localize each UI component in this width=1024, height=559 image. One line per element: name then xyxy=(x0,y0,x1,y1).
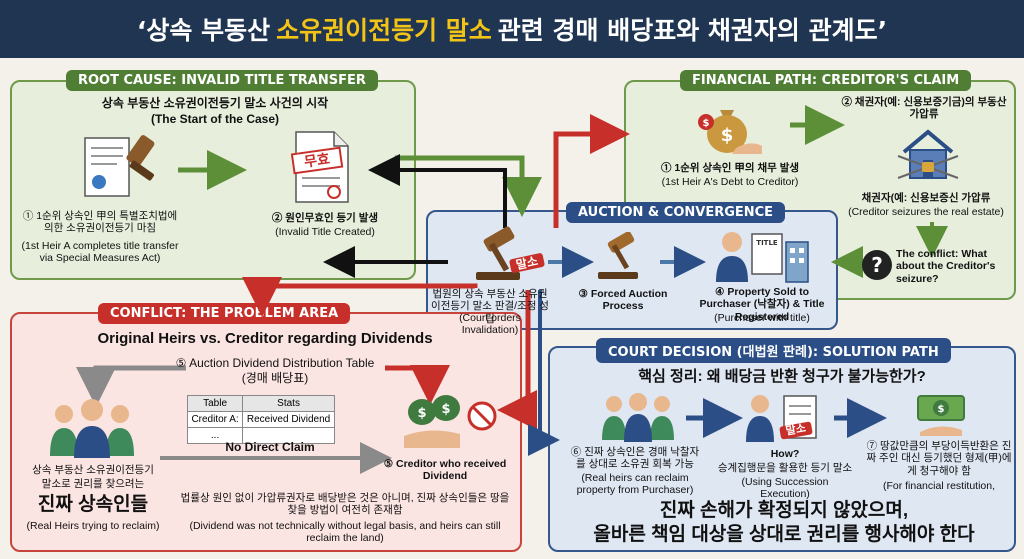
auction-step4-label-en: (Purchaser with title) xyxy=(714,312,810,324)
dividend-table-cell: Received Dividend xyxy=(242,411,335,428)
court-heading: 핵심 정리: 왜 배당금 반환 청구가 불가능한가? xyxy=(638,368,926,385)
auction-tab: AUCTION & CONVERGENCE xyxy=(566,202,786,223)
financial-step1-label-en: (1st Heir A's Debt to Creditor) xyxy=(661,176,799,188)
root-step1-label-en: (1st Heir A completes title transfer via… xyxy=(21,240,179,265)
court-how-label: How? xyxy=(770,448,800,460)
court-how-en: (Using Succession Execution) xyxy=(741,476,829,501)
title-suffix: 관련 경매 배당표와 채권자의 관계도’ xyxy=(497,16,888,45)
financial-conflict-label: The conflict: What about the Creditor's … xyxy=(896,248,996,285)
auction-gavel-icon xyxy=(598,232,638,279)
svg-text:TITLE: TITLE xyxy=(756,239,778,247)
dividend-table-header-2: Stats xyxy=(242,395,335,412)
arrow-table-to-heirs xyxy=(76,365,186,407)
financial-seize-label-en: (Creditor seizures the real estate) xyxy=(848,206,1004,218)
arrow-auction-to-conflict xyxy=(242,277,478,317)
conflict-heading: Original Heirs vs. Creditor regarding Di… xyxy=(97,330,433,347)
root-cause-heading: 상속 부동산 소유권이전등기 말소 사건의 시작 xyxy=(101,96,329,110)
financial-step2-label: ② 채권자(예: 신용보증기금)의 부동산 가압류 xyxy=(841,96,1007,121)
title-banner: ‘상속 부동산 소유권이전등기 말소 관련 경매 배당표와 채권자의 관계도’ xyxy=(0,0,1024,58)
financial-seize-label: 채권자(예: 신용보증신 가압류 xyxy=(861,192,991,204)
court-conclusion-2: 올바른 책임 대상을 상대로 권리를 행사해야 한다 xyxy=(593,524,975,545)
arrow-table-to-creditor xyxy=(385,365,450,405)
arrow-auction-to-court xyxy=(528,290,560,456)
heirs-label-1: 상속 부동산 소유권이전등기 xyxy=(32,464,154,476)
root-cause-heading-en: (The Start of the Case) xyxy=(150,112,279,126)
financial-tab: FINANCIAL PATH: CREDITOR'S CLAIM xyxy=(680,70,972,91)
court-step6-label-en: (Real heirs can reclaim property from Pu… xyxy=(576,472,694,497)
purchaser-icon: TITLE xyxy=(716,232,809,283)
dividend-table-header-1: Table xyxy=(186,395,244,412)
court-how-ko: 승계집행문을 활용한 등기 말소 xyxy=(717,462,853,474)
arrow-court-to-root xyxy=(368,154,507,228)
root-step1-label: ① 1순위 상속인 甲의 특별조치법에 의한 소유권이전등기 마침 xyxy=(22,210,178,235)
root-step2-label: ② 원인무효인 등기 발생 xyxy=(271,212,379,224)
court-step7-label-en: (For financial restitution, xyxy=(882,480,996,492)
arrow-root-to-auction xyxy=(395,155,542,217)
heirs-big-label: 진짜 상속인들 xyxy=(37,494,149,515)
locked-house-icon xyxy=(897,129,959,179)
conflict-note-ko: 법률상 원인 없이 가압류권자로 배당받은 것은 아니며, 진짜 상속인들은 땅… xyxy=(180,492,510,517)
auction-step3-label: ③ Forced Auction Process xyxy=(578,288,668,313)
conflict-step5-label: ⑤ Auction Dividend Distribution Table xyxy=(175,356,375,370)
title-highlight: 소유권이전등기 말소 xyxy=(276,16,492,45)
question-icon: ? xyxy=(862,250,892,280)
document-signing-icon xyxy=(84,135,155,197)
arrow-court-to-financial xyxy=(553,114,630,228)
court-conclusion-1: 진짜 손해가 확정되지 않았으며, xyxy=(659,500,909,521)
conflict-step5-label-ko: (경매 배당표) xyxy=(241,371,309,385)
heirs-label-en: (Real Heirs trying to reclaim) xyxy=(26,520,160,532)
title-prefix: ‘상속 부동산 xyxy=(136,16,271,45)
dividend-table: Table Stats Creditor A: Received Dividen… xyxy=(186,395,335,444)
heirs-label-2: 말소로 권리를 찾으려는 xyxy=(41,478,145,490)
money-bag-icon: $ $ xyxy=(698,110,762,154)
court-order-label: 법원의 상속 부동산 소유권 이전등기 말소 판결/조정 성립 xyxy=(431,288,549,325)
dividend-table-cell: Creditor A: xyxy=(186,411,244,428)
dividend-table-cell xyxy=(242,427,335,444)
svg-text:$: $ xyxy=(441,402,450,417)
creditor-label: ⑤ Creditor who received Dividend xyxy=(383,458,507,483)
svg-text:$: $ xyxy=(721,125,734,146)
dividend-table-cell: ... xyxy=(186,427,244,444)
svg-text:$: $ xyxy=(417,406,426,421)
root-cause-tab: ROOT CAUSE: INVALID TITLE TRANSFER xyxy=(66,70,378,91)
conflict-note-en: (Dividend was not technically without le… xyxy=(189,520,501,545)
court-tab: COURT DECISION (대법원 판례): SOLUTION PATH xyxy=(596,338,951,363)
no-sign-icon xyxy=(467,401,497,431)
svg-text:$: $ xyxy=(938,404,945,415)
root-step2-label-en: (Invalid Title Created) xyxy=(275,226,375,238)
no-direct-claim-label: No Direct Claim xyxy=(225,440,315,454)
heirs-group-icon xyxy=(50,399,134,458)
heirs-reclaim-icon xyxy=(602,393,674,442)
court-gavel-icon xyxy=(476,226,520,280)
creditor-money-icon: $ $ xyxy=(404,395,460,448)
arrow-auction-to-creditor xyxy=(497,290,537,430)
auction-step4-label: ④ Property Sold to Purchaser (낙찰자) & Tit… xyxy=(699,286,825,323)
court-order-label-en: (Court orders Invalidation) xyxy=(459,312,521,337)
financial-step1-label: ① 1순위 상속인 甲의 채무 발생 xyxy=(660,162,800,174)
svg-text:$: $ xyxy=(703,118,710,129)
court-step6-label: ⑥ 진짜 상속인은 경매 낙찰자를 상대로 소유권 회복 가능 xyxy=(570,446,700,471)
restitution-money-icon: $ xyxy=(917,395,965,436)
court-step7-label: ⑦ 땅값만큼의 부당이득반환은 진짜 주인 대신 등기했던 형제(甲)에게 청구… xyxy=(866,440,1012,477)
